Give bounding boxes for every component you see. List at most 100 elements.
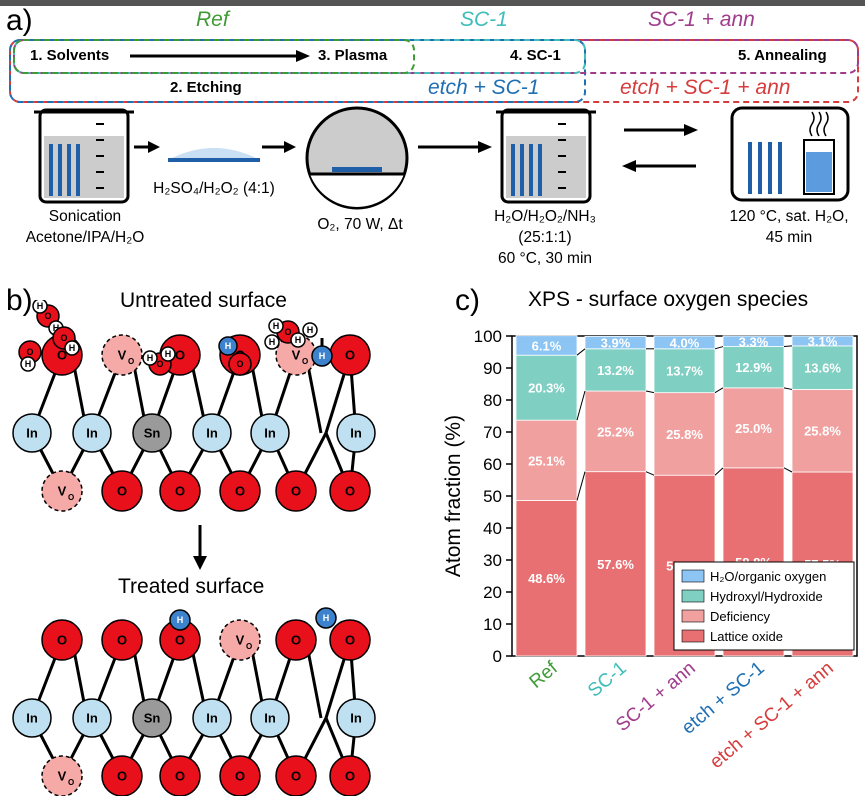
plasma-chamber-icon xyxy=(305,106,409,210)
substrate-droplet-icon xyxy=(168,148,260,162)
y-tick-label: 70 xyxy=(483,423,502,442)
step-etching: 2. Etching xyxy=(170,79,242,96)
oxygen-vacancy-label: V xyxy=(58,484,67,499)
indium-atom xyxy=(12,413,52,453)
oxygen-atom xyxy=(41,619,83,661)
step-solvents: 1. Solvents xyxy=(30,47,110,64)
legend-swatch xyxy=(681,629,705,643)
hydrogen-atom-label: H xyxy=(177,615,184,625)
y-tick-label: 30 xyxy=(483,551,502,570)
bar-segment xyxy=(584,471,647,657)
indium-atom-label: In xyxy=(264,711,276,726)
indium-atom-label: In xyxy=(86,711,98,726)
bar-segment xyxy=(515,500,578,657)
step-plasma: 3. Plasma xyxy=(318,47,388,64)
hydrogen-atom-label: H xyxy=(319,351,326,361)
data-label: 25.8% xyxy=(666,427,703,442)
connector-line xyxy=(783,467,793,473)
hydrogen-atom-label: H xyxy=(273,321,280,331)
tin-atom xyxy=(132,698,172,738)
data-label: 20.3% xyxy=(528,381,565,396)
hydrogen-atom xyxy=(64,340,80,356)
water-oxygen-atom-label: O xyxy=(44,311,51,321)
connector-line xyxy=(783,387,793,390)
group-etch-sc1-label: etch + SC-1 xyxy=(428,76,540,99)
y-tick-label: 20 xyxy=(483,583,502,602)
oxygen-atom xyxy=(275,470,317,512)
y-tick-label: 0 xyxy=(493,647,502,666)
tin-atom-label: Sn xyxy=(144,426,161,441)
hydrogen-atom-label: H xyxy=(37,301,44,311)
oxygen-atom-label: O xyxy=(175,348,185,363)
hydrogen-atom xyxy=(160,346,176,362)
oxygen-atom-label: O xyxy=(175,769,185,784)
step-sc1: 4. SC-1 xyxy=(510,47,561,64)
connector-line xyxy=(645,471,655,476)
oxygen-atom xyxy=(159,470,201,512)
oxygen-atom xyxy=(101,619,143,661)
hydrogen-atom xyxy=(268,318,284,334)
etch-sc1-box xyxy=(9,39,586,103)
legend-swatch xyxy=(681,609,705,623)
hydrogen-atom xyxy=(264,334,280,350)
oxygen-vacancy xyxy=(219,619,261,661)
legend-label: Deficiency xyxy=(710,609,770,624)
indium-atom-label: In xyxy=(206,711,218,726)
y-tick-label: 40 xyxy=(483,519,502,538)
water-oxygen-atom-label: O xyxy=(26,347,33,357)
lattice-diagram: OVOOOVOOInInSnInInInVOOOOOOHOHHOHOHOHHHO… xyxy=(12,300,376,796)
oxygen-atom xyxy=(101,755,143,796)
oxygen-atom-label: O xyxy=(235,769,245,784)
data-label: 48.6% xyxy=(528,571,565,586)
data-label: 12.9% xyxy=(735,360,772,375)
ref-box xyxy=(13,39,415,74)
hydrogen-atom-label: H xyxy=(53,323,60,333)
panel-b-label: b) xyxy=(6,284,33,317)
indium-atom-label: In xyxy=(206,426,218,441)
water-oxygen-atom-label: O xyxy=(156,359,163,369)
hydrogen-atom xyxy=(32,300,48,314)
bar-segment xyxy=(584,390,647,473)
untreated-surface-title: Untreated surface xyxy=(120,289,287,312)
oxygen-atom-label: O xyxy=(57,633,67,648)
hydrogen-atom xyxy=(290,332,306,348)
oxygen-vacancy-label: V xyxy=(58,769,67,784)
indium-atom xyxy=(192,413,232,453)
hydrogen-atom xyxy=(302,322,318,338)
hydrogen-atom xyxy=(218,336,238,356)
water-oxygen-atom-label: O xyxy=(284,327,291,337)
hydrogen-atom xyxy=(20,356,36,372)
hydrogen-atom-label: H xyxy=(165,349,172,359)
hydrogen-atom xyxy=(169,609,191,631)
connector-line xyxy=(714,467,724,476)
y-tick-label: 80 xyxy=(483,391,502,410)
oxygen-atom-label: O xyxy=(117,633,127,648)
oxygen-vacancy xyxy=(41,470,83,512)
connector-line xyxy=(714,387,724,394)
connector-line xyxy=(645,390,655,394)
bar-segment xyxy=(515,354,578,421)
oxygen-atom xyxy=(219,470,261,512)
indium-atom xyxy=(250,413,290,453)
vacancy-subscript: O xyxy=(68,493,74,502)
y-tick-label: 90 xyxy=(483,359,502,378)
bar-segment xyxy=(584,348,647,392)
oxygen-vacancy-label: V xyxy=(118,348,127,363)
panel-c-label: c) xyxy=(455,284,480,317)
indium-atom-label: In xyxy=(26,711,38,726)
group-ref-label: Ref xyxy=(196,8,229,31)
oxygen-atom-label: O xyxy=(57,348,67,363)
indium-atom xyxy=(336,698,376,738)
oxygen-atom-label: O xyxy=(235,484,245,499)
annealing-chamber-icon xyxy=(730,106,850,202)
y-tick-label: 60 xyxy=(483,455,502,474)
x-tick-label: SC-1 xyxy=(584,658,631,702)
data-label: 25.2% xyxy=(597,424,634,439)
oxygen-atom-label: O xyxy=(345,348,355,363)
water-oxygen-atom xyxy=(228,352,252,376)
hydrogen-atom-label: H xyxy=(25,359,32,369)
indium-atom xyxy=(336,413,376,453)
connector-line xyxy=(576,348,586,356)
indium-atom xyxy=(250,698,290,738)
